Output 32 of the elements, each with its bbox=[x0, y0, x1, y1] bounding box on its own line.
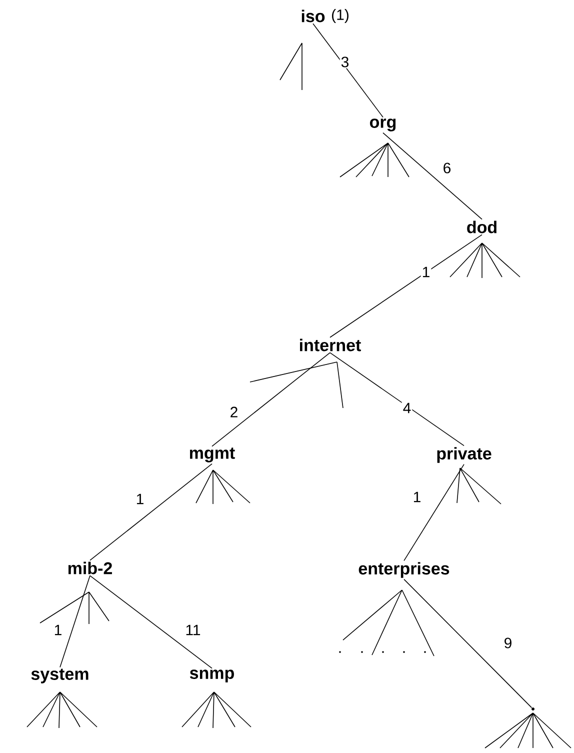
branch-line bbox=[90, 463, 212, 561]
node-label: internet bbox=[300, 338, 361, 352]
edge-label: 4 bbox=[403, 402, 411, 414]
branch-point bbox=[532, 708, 534, 710]
edge-label: 1 bbox=[414, 492, 420, 502]
node-label: iso bbox=[302, 10, 325, 22]
node-label: mib-2 bbox=[68, 562, 112, 574]
node-label: private bbox=[437, 447, 492, 463]
edge-label: 2 bbox=[230, 406, 238, 418]
node-label: mgmt bbox=[190, 448, 235, 462]
branch-line bbox=[312, 23, 384, 118]
node-label: dod bbox=[467, 220, 496, 234]
edge-label: 11 bbox=[186, 624, 200, 636]
branch-line bbox=[90, 575, 212, 669]
branch-line bbox=[404, 464, 464, 562]
node-label: org bbox=[370, 118, 396, 132]
branch-line bbox=[330, 234, 482, 338]
edge-label: 1 bbox=[54, 624, 62, 636]
branch-line bbox=[330, 352, 464, 446]
branch-line bbox=[212, 352, 330, 447]
edge-label: 1 bbox=[136, 494, 144, 504]
branch-line bbox=[382, 132, 482, 220]
branch-line bbox=[404, 578, 532, 708]
edge-label: 1 bbox=[422, 266, 430, 278]
node-label: system bbox=[31, 668, 88, 684]
node-label: snmp bbox=[190, 670, 234, 682]
edge-label: 9 bbox=[504, 638, 512, 648]
edge-label: 6 bbox=[444, 162, 451, 174]
edge-label: 3 bbox=[341, 56, 349, 68]
branch-line bbox=[60, 575, 90, 668]
node-label: enterprises bbox=[358, 562, 450, 578]
number-label: (1) bbox=[332, 9, 348, 23]
